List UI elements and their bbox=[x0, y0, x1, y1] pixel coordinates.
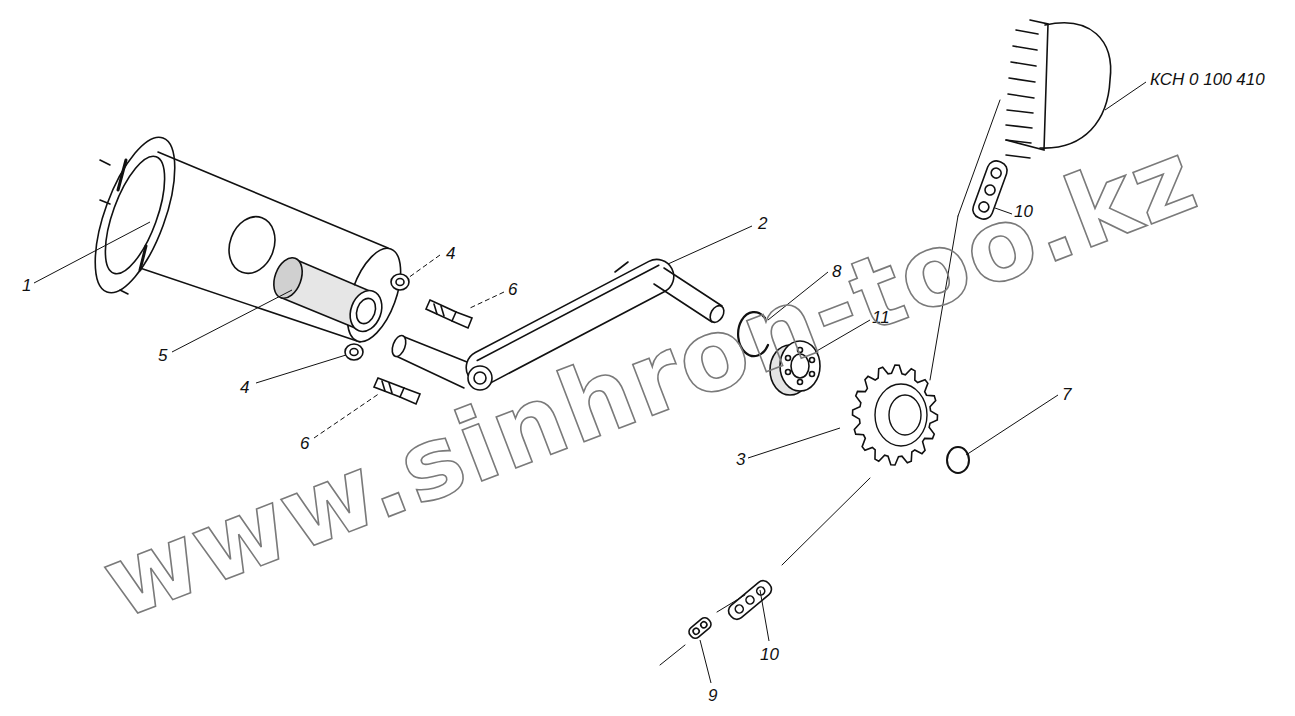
drawing-stroke bbox=[1040, 23, 1111, 148]
callout-number: 3 bbox=[734, 450, 747, 469]
drawing-stroke bbox=[221, 210, 282, 280]
drawing-stroke bbox=[726, 578, 775, 622]
drawing-stroke bbox=[726, 578, 775, 622]
drawing-stroke bbox=[390, 334, 409, 359]
drawing-stroke bbox=[798, 380, 803, 385]
drawing-stroke bbox=[434, 304, 444, 316]
drawing-stroke bbox=[256, 355, 346, 383]
drawing-stroke bbox=[345, 344, 363, 360]
drawing-stroke bbox=[966, 395, 1058, 455]
drawing-stroke bbox=[408, 255, 440, 278]
drawing-stroke bbox=[1006, 30, 1038, 158]
drawing-stroke bbox=[396, 279, 404, 286]
callout-number: 9 bbox=[706, 686, 719, 705]
drawing-stroke bbox=[692, 627, 700, 635]
drawing-stroke bbox=[470, 292, 504, 308]
sprocket-teeth bbox=[853, 365, 938, 465]
drawing-stroke bbox=[810, 372, 815, 377]
drawing-stroke bbox=[93, 149, 177, 281]
callout-number: 6 bbox=[506, 280, 519, 299]
sprocket-bore bbox=[889, 395, 921, 435]
callout-number: 5 bbox=[156, 346, 169, 365]
drawing-stroke bbox=[668, 226, 752, 264]
drawing-stroke bbox=[100, 200, 110, 204]
drawing-stroke bbox=[353, 296, 379, 327]
drawing-stroke bbox=[782, 478, 870, 565]
sprocket-drawing bbox=[853, 365, 938, 465]
drawing-stroke bbox=[400, 388, 420, 404]
drawing-stroke bbox=[120, 290, 128, 294]
drawing-stroke bbox=[172, 290, 292, 352]
drawing-stroke bbox=[382, 381, 392, 393]
drawing-stroke bbox=[396, 336, 472, 388]
callout-number: 1 bbox=[20, 276, 33, 295]
drawing-stroke bbox=[269, 254, 308, 302]
drawing-stroke bbox=[744, 594, 755, 605]
callout-number: 2 bbox=[756, 214, 769, 233]
drawing-stroke bbox=[734, 603, 745, 614]
drawing-stroke bbox=[34, 222, 150, 283]
drawing-stroke bbox=[1105, 82, 1146, 110]
drawing-stroke bbox=[700, 621, 708, 629]
drawing-stroke bbox=[350, 349, 358, 356]
drawing-stroke bbox=[314, 393, 380, 438]
drawing-stroke bbox=[426, 300, 456, 321]
drawing-stroke bbox=[100, 160, 110, 165]
drawing-stroke bbox=[391, 274, 409, 290]
drawing-stroke bbox=[374, 378, 404, 397]
drawing-stroke bbox=[345, 286, 388, 336]
callout-number: 7 bbox=[1060, 385, 1073, 404]
part-designation: КСН 0 100 410 bbox=[1148, 70, 1267, 89]
drawing-stroke bbox=[474, 372, 486, 384]
callout-number: 4 bbox=[238, 378, 251, 397]
drawing-stroke bbox=[468, 366, 492, 390]
drawing-stroke bbox=[748, 428, 840, 458]
watermark: www.sinhron-too.kz bbox=[91, 126, 1209, 635]
sprocket-hub bbox=[875, 384, 927, 446]
drawing-stroke bbox=[700, 640, 711, 683]
callout-number: 10 bbox=[758, 645, 781, 664]
drawing-stroke bbox=[140, 246, 146, 270]
drawing-stroke bbox=[947, 447, 969, 473]
drawing-stroke bbox=[660, 595, 745, 665]
drawing-stroke bbox=[118, 160, 126, 190]
drawing-stroke bbox=[687, 616, 713, 641]
callout-number: 6 bbox=[298, 434, 311, 453]
callout-number: 4 bbox=[444, 244, 457, 263]
drawing-stroke bbox=[687, 616, 713, 641]
drawing-stroke bbox=[760, 590, 769, 641]
drawing-stroke bbox=[1006, 20, 1048, 150]
drawing-stroke bbox=[990, 167, 1003, 180]
drawing-stroke bbox=[79, 128, 191, 303]
drawing-stroke bbox=[452, 312, 472, 328]
drawing-stroke bbox=[615, 262, 628, 272]
